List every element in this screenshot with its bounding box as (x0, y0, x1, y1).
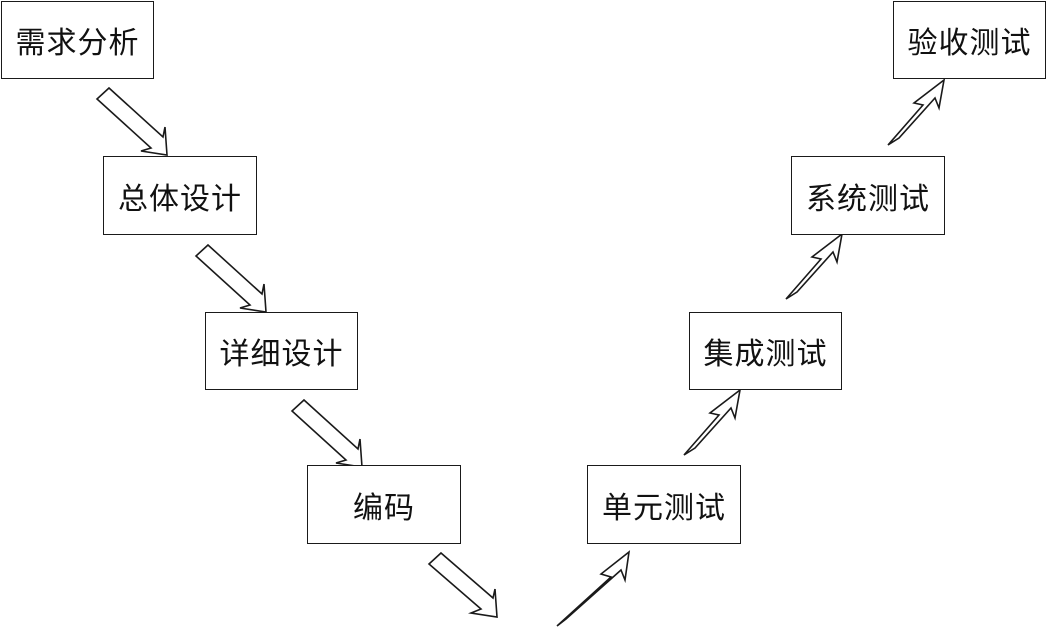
arrow-bottom-to-ut (556, 550, 631, 627)
stage-label: 单元测试 (602, 490, 726, 526)
arrow-st-to-at (887, 78, 946, 146)
stage-label: 集成测试 (703, 337, 828, 372)
stage-label: 编码 (353, 490, 415, 526)
stage-label: 需求分析 (15, 26, 140, 61)
stage-integration-test: 集成测试 (689, 312, 842, 390)
arrow-hld-to-dd (194, 243, 267, 313)
stage-high-level-design: 总体设计 (103, 156, 257, 235)
stage-label: 总体设计 (118, 181, 242, 217)
arrow-ut-to-it (683, 388, 742, 456)
stage-label: 详细设计 (219, 337, 344, 372)
stage-label: 系统测试 (806, 181, 930, 217)
stage-acceptance-test: 验收测试 (893, 1, 1046, 79)
arrow-dd-to-code (290, 398, 363, 468)
arrow-it-to-st (785, 232, 844, 300)
arrow-code-to-bottom (427, 551, 498, 618)
arrow-req-to-hld (95, 86, 168, 156)
stage-requirements-analysis: 需求分析 (1, 1, 154, 79)
stage-coding: 编码 (307, 465, 461, 544)
stage-system-test: 系统测试 (791, 156, 945, 235)
stage-unit-test: 单元测试 (587, 465, 741, 544)
stage-label: 验收测试 (907, 26, 1032, 61)
stage-detailed-design: 详细设计 (205, 312, 358, 390)
